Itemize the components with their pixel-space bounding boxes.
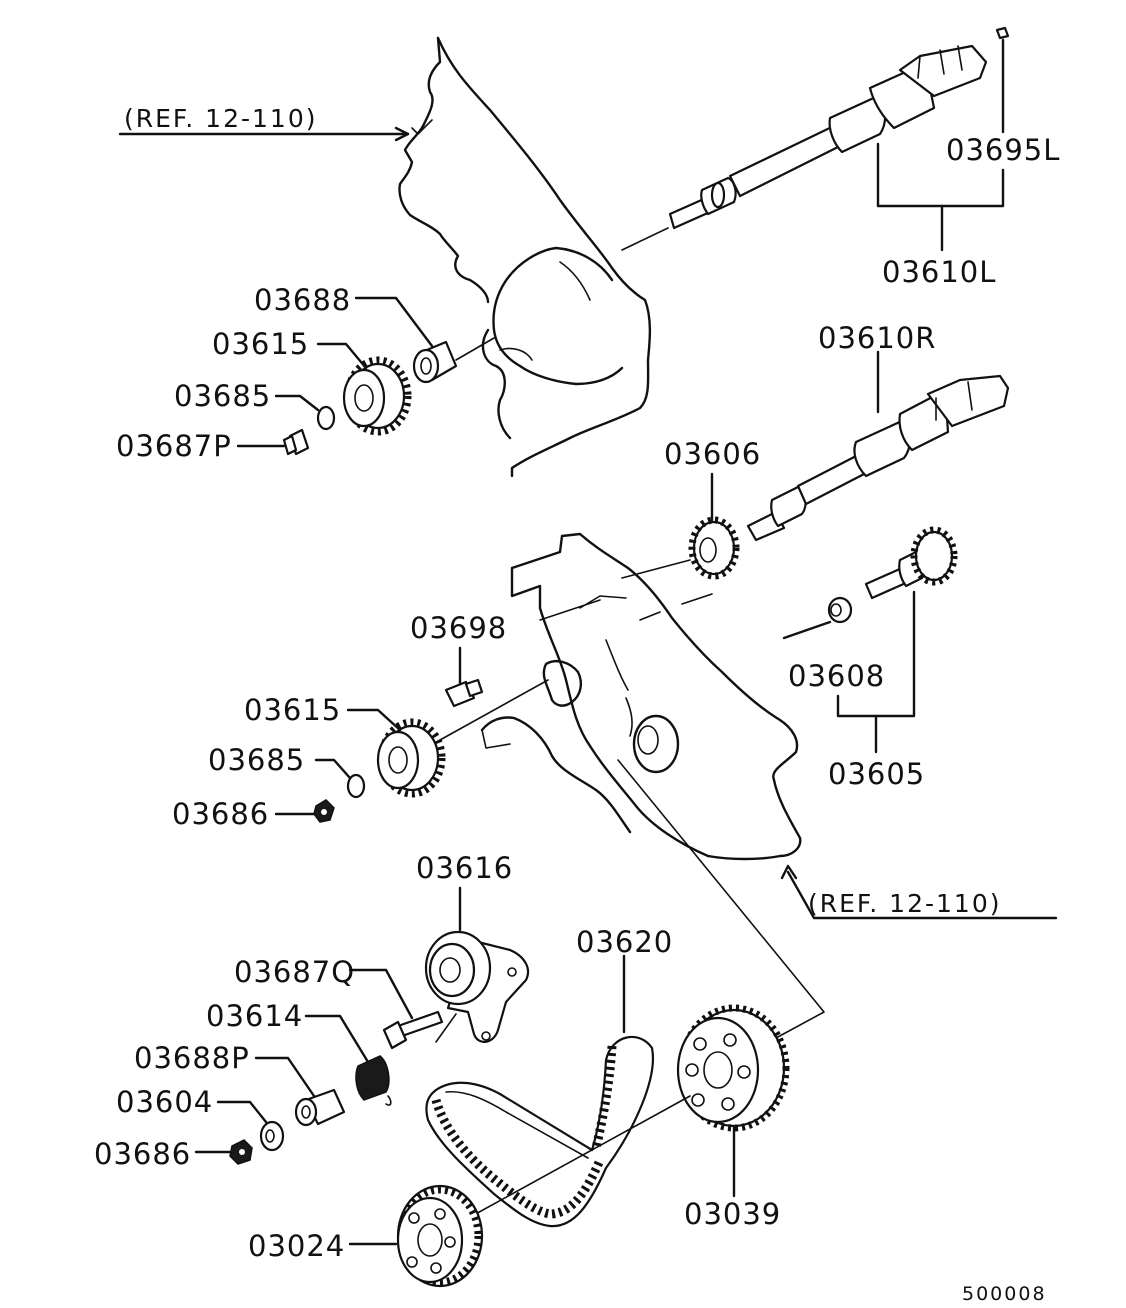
spacer-03688P [294, 1088, 346, 1127]
label-03686-lower: 03686 [94, 1137, 191, 1171]
label-03610L: 03610L [882, 255, 996, 289]
label-03615-top: 03615 [212, 327, 309, 361]
label-03687P: 03687P [116, 429, 232, 463]
bolt-03687Q [382, 1010, 444, 1050]
label-03685-top: 03685 [174, 379, 271, 413]
label-03687Q: 03687Q [234, 955, 355, 989]
upper-engine-casing [398, 36, 652, 478]
lower-engine-block [480, 532, 802, 861]
sprocket-03024 [396, 1184, 484, 1288]
driven-gear-shaft [864, 526, 958, 600]
label-03615-middle: 03615 [244, 693, 341, 727]
label-03606: 03606 [664, 437, 761, 471]
plug-03698 [444, 678, 484, 708]
label-03604: 03604 [116, 1085, 213, 1119]
washer-03685-top [316, 405, 336, 431]
label-03688: 03688 [254, 283, 351, 317]
bushing-03608 [827, 596, 853, 624]
spacer-03688 [412, 337, 495, 384]
label-03695L: 03695L [946, 133, 1060, 167]
label-03608: 03608 [788, 659, 885, 693]
label-03685-middle: 03685 [208, 743, 305, 777]
label-03688P: 03688P [134, 1041, 250, 1075]
label-03614: 03614 [206, 999, 303, 1033]
label-03698: 03698 [410, 611, 507, 645]
timing-belt-03620 [425, 1035, 654, 1228]
reference-upper: (REF. 12-110) [118, 104, 410, 142]
label-03610R: 03610R [818, 321, 936, 355]
reference-lower: (REF. 12-110) [780, 864, 1058, 920]
label-03024: 03024 [248, 1229, 345, 1263]
label-03039: 03039 [684, 1197, 781, 1231]
idler-03614 [355, 1055, 392, 1106]
reference-label-upper: (REF. 12-110) [124, 104, 317, 133]
reference-label-lower: (REF. 12-110) [808, 889, 1001, 918]
nut-03686-middle [313, 799, 335, 823]
nut-03686-lower [229, 1139, 253, 1165]
label-03686-middle: 03686 [172, 797, 269, 831]
washer-03685-middle [346, 773, 366, 799]
label-03616: 03616 [416, 851, 513, 885]
label-03605: 03605 [828, 757, 925, 791]
balance-shaft-right [746, 374, 1010, 542]
washer-03604 [259, 1120, 285, 1152]
bolt-03687P [282, 428, 310, 456]
gear-03606 [688, 516, 740, 580]
sprocket-03615-top [342, 356, 412, 436]
key-03695L [995, 26, 1010, 134]
tensioner-03616 [424, 930, 530, 1043]
drawing-code: 500008 [962, 1283, 1047, 1305]
sprocket-03615-middle [376, 718, 446, 798]
crank-sprocket-03039 [676, 1004, 790, 1132]
balance-shaft-left [621, 44, 988, 251]
label-03620: 03620 [576, 925, 673, 959]
